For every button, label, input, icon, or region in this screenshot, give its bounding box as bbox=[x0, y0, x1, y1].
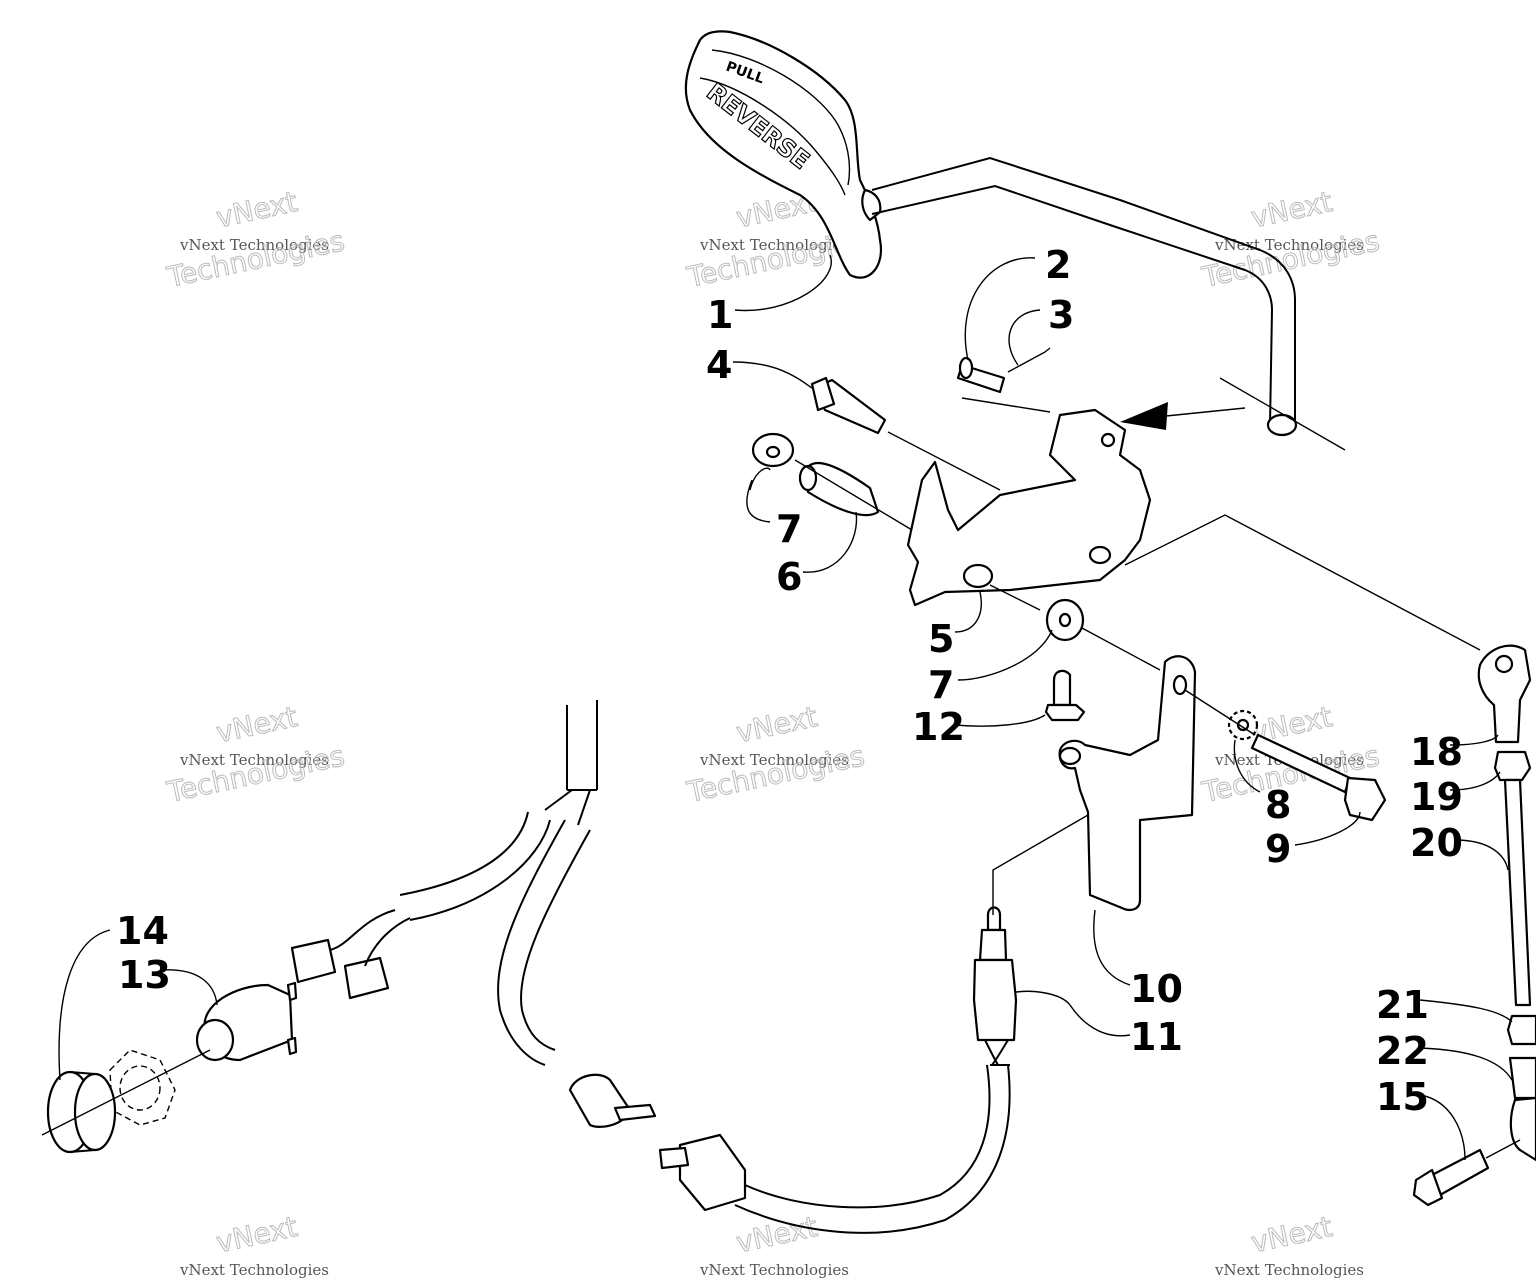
svg-text:vNext: vNext bbox=[213, 700, 300, 749]
cotter-pin bbox=[1007, 347, 1051, 373]
connector-male bbox=[568, 1073, 657, 1128]
rod-adjuster bbox=[1508, 1056, 1536, 1100]
svg-text:vNext: vNext bbox=[1248, 1210, 1335, 1259]
callout-9: 9 bbox=[1265, 827, 1291, 871]
adjuster-rod bbox=[1503, 778, 1532, 1007]
callout-8: 8 bbox=[1265, 783, 1291, 827]
callout-6: 6 bbox=[776, 555, 802, 599]
watermark-5: vNext vNext Technologies Technologies bbox=[683, 700, 868, 810]
callout-12: 12 bbox=[912, 705, 965, 749]
svg-text:vNext Technologies: vNext Technologies bbox=[699, 236, 849, 254]
svg-text:vNext: vNext bbox=[213, 1210, 300, 1259]
svg-text:Technologies: Technologies bbox=[164, 224, 348, 294]
svg-text:vNext Technologies: vNext Technologies bbox=[179, 1261, 329, 1279]
watermark-8: vNext vNext Technologies bbox=[699, 1210, 849, 1279]
callout-7-upper: 7 bbox=[776, 507, 802, 551]
washer-lower bbox=[1045, 598, 1085, 642]
svg-text:Technologies: Technologies bbox=[1199, 224, 1383, 294]
callout-20: 20 bbox=[1410, 821, 1463, 865]
callout-15: 15 bbox=[1376, 1075, 1429, 1119]
callout-4: 4 bbox=[706, 343, 732, 387]
watermark-3: vNext vNext Technologies Technologies bbox=[1198, 185, 1383, 295]
svg-text:vNext Technologies: vNext Technologies bbox=[179, 751, 329, 769]
callout-5: 5 bbox=[928, 617, 954, 661]
washer-upper bbox=[751, 432, 795, 468]
svg-text:vNext Technologies: vNext Technologies bbox=[1214, 1261, 1364, 1279]
jam-nut-lower bbox=[1506, 1014, 1536, 1046]
callout-7-lower: 7 bbox=[928, 663, 954, 707]
reverse-handle: PULL REVERSE bbox=[684, 30, 883, 279]
callout-11: 11 bbox=[1130, 1015, 1183, 1059]
callout-2: 2 bbox=[1045, 243, 1071, 287]
svg-text:vNext Technologies: vNext Technologies bbox=[1214, 236, 1364, 254]
callout-18: 18 bbox=[1410, 730, 1463, 774]
callout-1: 1 bbox=[707, 293, 733, 337]
callout-13: 13 bbox=[118, 953, 171, 997]
ignition-switch bbox=[195, 981, 298, 1062]
callout-22: 22 bbox=[1376, 1029, 1429, 1073]
watermark-1: vNext vNext Technologies Technologies bbox=[163, 185, 348, 295]
callout-21: 21 bbox=[1376, 983, 1429, 1027]
direction-arrow bbox=[1120, 402, 1168, 430]
switch-bracket bbox=[1058, 655, 1197, 911]
svg-text:vNext: vNext bbox=[733, 1210, 820, 1259]
spacer bbox=[798, 462, 880, 517]
bolt bbox=[810, 376, 887, 435]
watermark-7: vNext vNext Technologies bbox=[179, 1210, 329, 1279]
svg-text:Technologies: Technologies bbox=[684, 739, 868, 809]
bezel-ring bbox=[46, 1070, 117, 1154]
callout-10: 10 bbox=[1130, 967, 1183, 1011]
svg-text:vNext: vNext bbox=[1248, 185, 1335, 234]
shift-rod bbox=[871, 156, 1346, 451]
svg-text:vNext Technologies: vNext Technologies bbox=[179, 236, 329, 254]
watermark-4: vNext vNext Technologies Technologies bbox=[163, 700, 348, 810]
switch-bolt bbox=[1250, 733, 1387, 822]
callout-14: 14 bbox=[116, 909, 169, 953]
mounting-nut bbox=[109, 1049, 176, 1126]
rod-end-lower bbox=[1509, 1096, 1536, 1162]
svg-text:vNext: vNext bbox=[213, 185, 300, 234]
jam-nut-upper bbox=[1493, 750, 1532, 782]
lock-washer bbox=[1227, 709, 1259, 741]
indicator-bulb bbox=[1044, 669, 1086, 722]
watermark-9: vNext vNext Technologies bbox=[1214, 1210, 1364, 1279]
reverse-bracket bbox=[906, 408, 1152, 607]
callout-19: 19 bbox=[1410, 775, 1463, 819]
svg-text:vNext: vNext bbox=[733, 700, 820, 749]
svg-text:Technologies: Technologies bbox=[164, 739, 348, 809]
svg-text:vNext Technologies: vNext Technologies bbox=[699, 751, 849, 769]
callout-3: 3 bbox=[1048, 293, 1074, 337]
rod-end-upper bbox=[1477, 644, 1532, 744]
switch-connectors bbox=[290, 909, 411, 1000]
rod-end-bolt bbox=[1412, 1148, 1490, 1207]
svg-text:vNext Technologies: vNext Technologies bbox=[699, 1261, 849, 1279]
connector-female bbox=[658, 1133, 747, 1212]
wiring-harness bbox=[399, 700, 1011, 1234]
pin bbox=[956, 356, 1006, 394]
reverse-switch bbox=[972, 906, 1018, 1042]
leader-lines bbox=[58, 254, 1513, 1161]
